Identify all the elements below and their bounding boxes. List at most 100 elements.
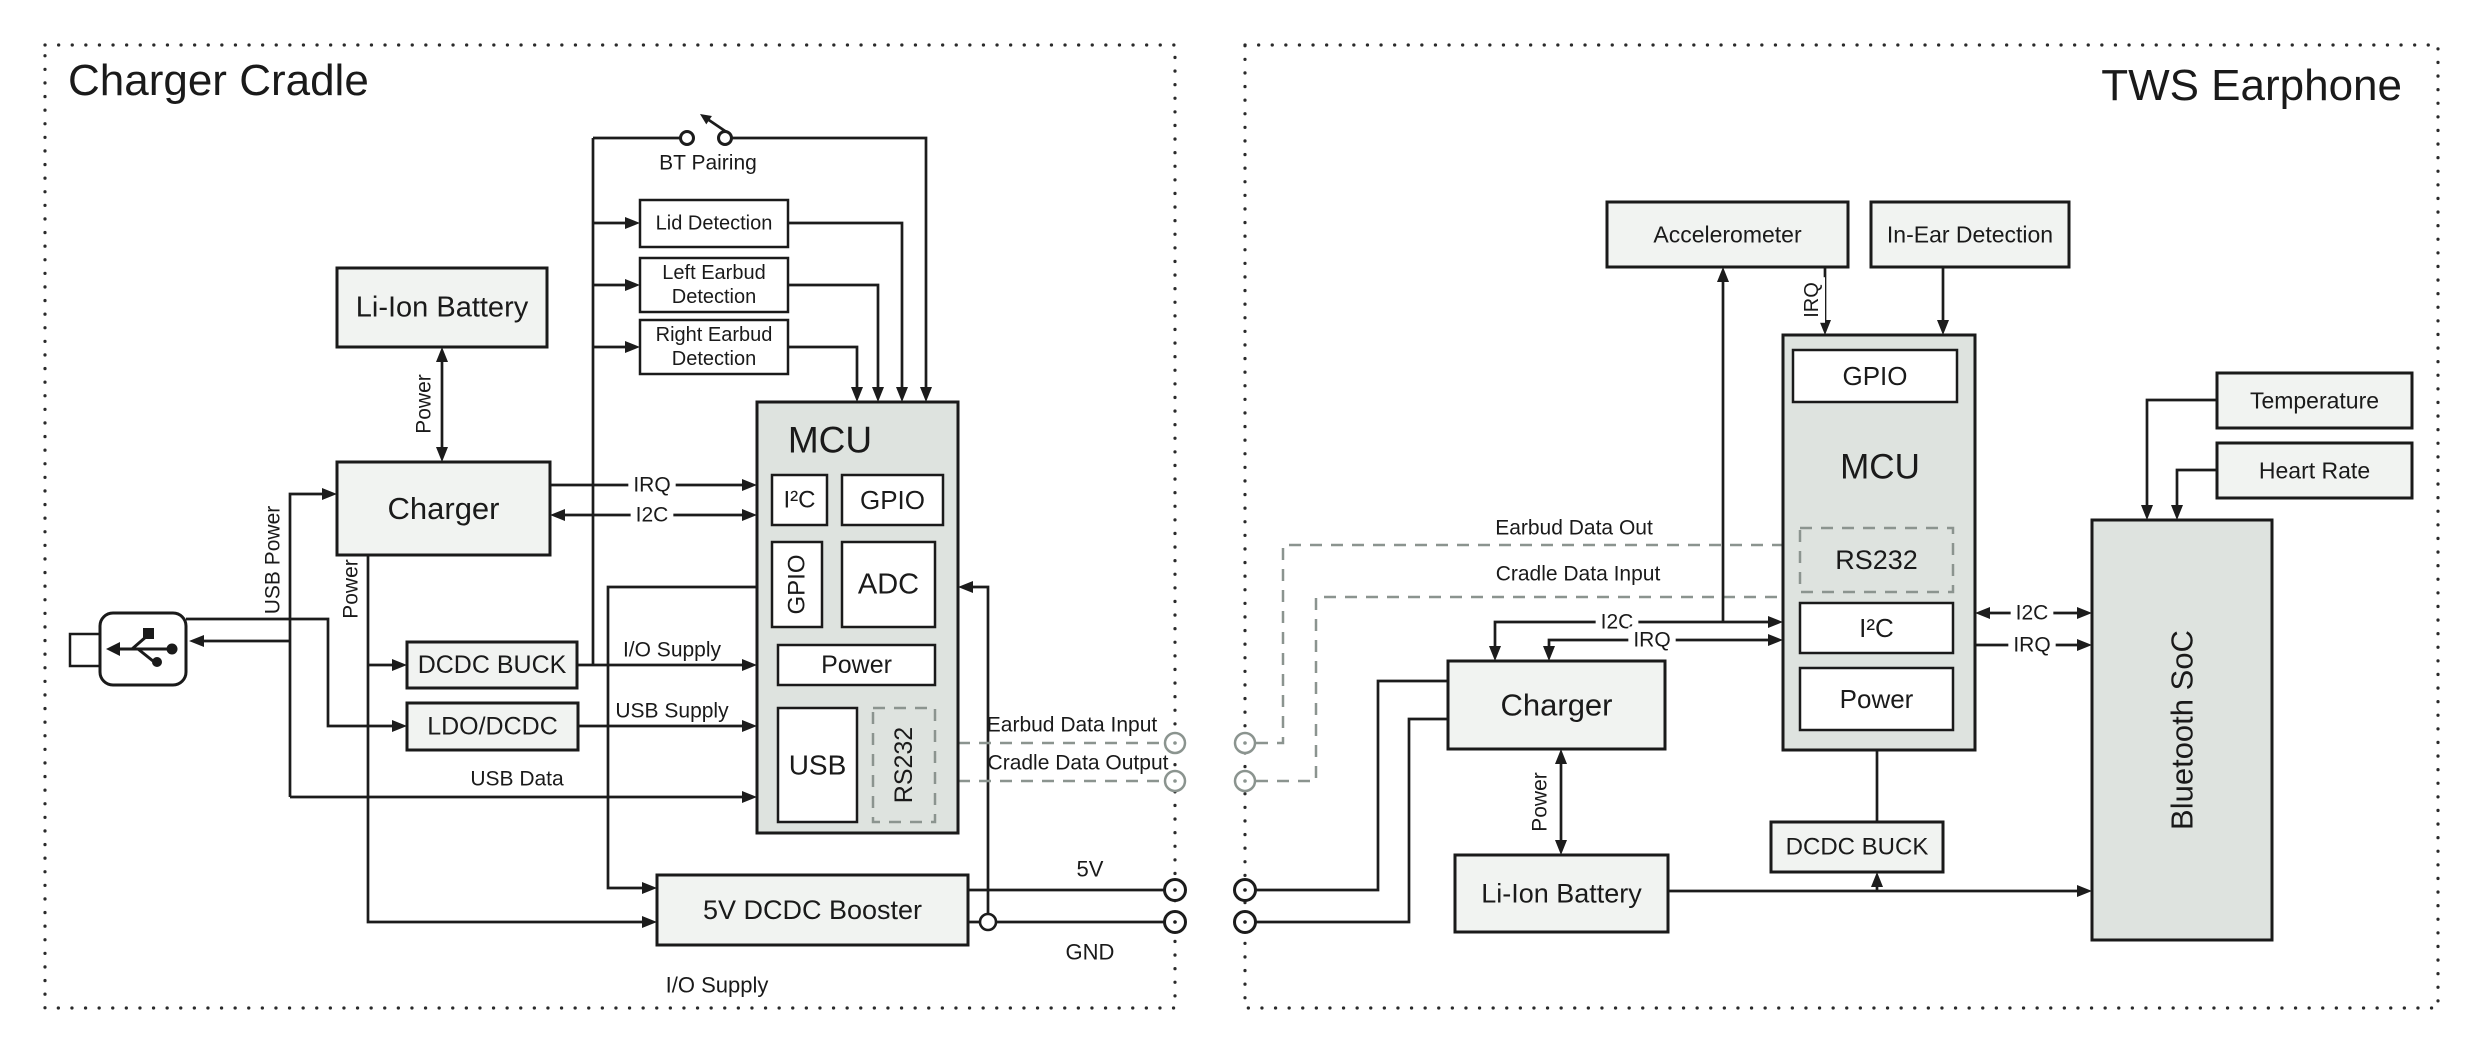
- usb-trident-circle: [152, 657, 162, 667]
- edge-battery-soc-line: [1668, 885, 2092, 897]
- li-ion-battery-left-frame: [335, 266, 549, 349]
- wire: [1256, 717, 1448, 924]
- dcdc-buck-left-label: DCDC BUCK: [418, 651, 567, 679]
- rs232-sub-right-frame: [1798, 526, 1955, 594]
- cradle-data-output-label: Cradle Data Output: [988, 752, 1169, 775]
- ldo-dcdc-frame: [405, 701, 580, 752]
- five-v-label-text: 5V: [1077, 857, 1104, 882]
- edge-battery-buck-up: [1871, 872, 1883, 891]
- usb-plug-tab: [68, 632, 104, 668]
- bt-pairing-label: BT Pairing: [659, 152, 757, 175]
- arrowhead: [1489, 646, 1501, 661]
- usb-connector-icon: [68, 611, 188, 687]
- power-sub-right-frame: [1798, 666, 1955, 732]
- i2c-label-soc-text: I2C: [2016, 602, 2049, 625]
- switch-terminal-left-ring: [679, 130, 695, 146]
- arrowhead: [1555, 749, 1567, 764]
- wire: [1493, 620, 1771, 649]
- arrowhead: [392, 720, 407, 732]
- wire: [1547, 638, 1771, 649]
- arrowhead: [742, 791, 757, 803]
- heart-rate: Heart Rate: [2215, 441, 2414, 500]
- edge-bt-pairing-wire-right: [732, 136, 932, 402]
- charger-right: Charger: [1446, 659, 1667, 751]
- section-title-tws-earphone: TWS Earphone: [2101, 61, 2402, 110]
- gnd-pin-left: [1163, 910, 1187, 934]
- arrowhead: [920, 387, 932, 402]
- cradle-data-input-pin-right: [1233, 769, 1257, 793]
- adc-sub-frame: [840, 540, 937, 629]
- temperature-frame: [2215, 371, 2414, 430]
- i2c-label-soc-bg: [2010, 599, 2054, 627]
- edge-usb-vbus-line: [186, 617, 407, 732]
- cradle-data-input-label-text: Cradle Data Input: [1496, 563, 1661, 586]
- usb-data-label: USB Data: [470, 768, 564, 791]
- edge-cradle-data-input-dash: [1256, 595, 1783, 783]
- edge-lid-detection-in: [593, 217, 640, 229]
- rs232-sub-right: RS232: [1798, 526, 1955, 594]
- edge-right-earbud-in: [593, 341, 640, 353]
- edge-battery-charger-power: [436, 347, 448, 462]
- usb-supply-label-text: USB Supply: [615, 700, 729, 723]
- charger-right-frame: [1446, 659, 1667, 751]
- io-supply-label-text: I/O Supply: [623, 639, 722, 662]
- edge-heart-rate-line: [2171, 468, 2217, 520]
- adc-sub: ADC: [840, 540, 937, 629]
- mcu-right-title: MCU: [1840, 448, 1920, 487]
- dcdc-buck-left-frame: [405, 640, 579, 690]
- temperature-label: Temperature: [2250, 388, 2379, 414]
- gpio-sub-side-left: GPIO: [770, 540, 824, 629]
- irq-label-right-text: IRQ: [1633, 629, 1670, 652]
- li-ion-battery-left-label: Li-Ion Battery: [356, 292, 529, 324]
- i2c-sub-right-label: I²C: [1859, 613, 1894, 643]
- gpio-sub-side-left-frame: [770, 540, 824, 629]
- power-label-charger-left-text: Power: [340, 559, 363, 619]
- arrowhead: [436, 447, 448, 462]
- li-ion-battery-right-label: Li-Ion Battery: [1481, 879, 1642, 909]
- bluetooth-soc-frame: [2090, 518, 2274, 942]
- edge-temperature-line: [2141, 398, 2217, 520]
- arrowhead: [742, 479, 757, 491]
- arrowhead: [625, 279, 640, 291]
- li-ion-battery-left: Li-Ion Battery: [335, 266, 549, 349]
- arrowhead: [2171, 505, 2183, 520]
- wire: [1256, 543, 1783, 745]
- wire: [732, 136, 928, 390]
- gpio-sub-top-left-label: GPIO: [860, 485, 925, 515]
- usb-sub-frame: [776, 706, 859, 824]
- arrowhead: [625, 341, 640, 353]
- arrowhead: [896, 387, 908, 402]
- usb-trident-head: [166, 643, 178, 655]
- power-sub-left-frame: [776, 643, 937, 687]
- i2c-sub-left: I²C: [770, 473, 829, 527]
- earbud-data-input-pin-left-dot: [1173, 741, 1177, 745]
- usb-power-label: USB Power: [262, 506, 285, 615]
- gpio-sub-top-left: GPIO: [840, 473, 945, 527]
- charger-left-frame: [335, 460, 552, 557]
- irq-label-right-bg: [1628, 626, 1676, 654]
- power-label-charger-left: Power: [340, 559, 363, 619]
- arrowhead: [1555, 840, 1567, 855]
- bt-pairing-label-text: BT Pairing: [659, 152, 757, 175]
- earbud-data-out-label-text: Earbud Data Out: [1495, 517, 1653, 540]
- rs232-sub-left: RS232: [871, 706, 937, 824]
- heart-rate-frame: [2215, 441, 2414, 500]
- left-earbud-detection-frame: [638, 256, 790, 314]
- mcu-right-title-text: MCU: [1840, 448, 1920, 487]
- arrowhead: [550, 509, 565, 521]
- io-supply-label: I/O Supply: [623, 639, 722, 662]
- irq-label-left-bg: [628, 471, 676, 499]
- wire: [2175, 468, 2217, 508]
- earbud-data-out-pin-right: [1233, 731, 1257, 755]
- section-title-charger-cradle: Charger Cradle: [68, 56, 369, 105]
- edge-buck-left-in: [368, 659, 407, 671]
- wire: [606, 585, 757, 890]
- arrowhead: [958, 581, 973, 593]
- dcdc-buck-left: DCDC BUCK: [405, 640, 579, 690]
- edge-lid-detection-out: [788, 221, 908, 402]
- gpio-sub-top-left-frame: [840, 473, 945, 527]
- edge-gpio-booster-line: [606, 585, 757, 894]
- edge-inear-gpio-line: [1937, 267, 1949, 335]
- ldo-dcdc-label: LDO/DCDC: [427, 713, 558, 741]
